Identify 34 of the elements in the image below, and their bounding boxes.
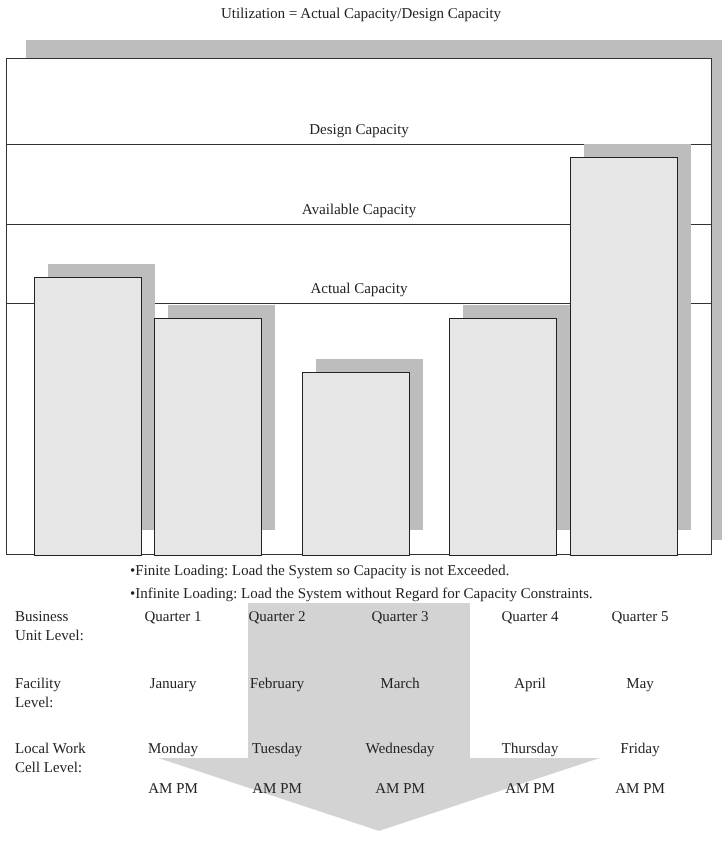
shift-label: AM PM (374, 780, 426, 799)
capacity-bar (449, 318, 557, 556)
period-label: Wednesday (364, 740, 436, 759)
period-label: May (625, 675, 655, 694)
period-label: April (513, 675, 547, 694)
shift-label: AM PM (147, 780, 199, 799)
period-label: Quarter 2 (247, 608, 307, 627)
chart-title: Utilization = Actual Capacity/Design Capacity (220, 6, 502, 23)
period-label: Tuesday (250, 740, 304, 759)
capacity-bar (570, 157, 678, 556)
shift-label: AM PM (251, 780, 303, 799)
row-label: Business Unit Level: (15, 608, 85, 646)
period-label: Thursday (500, 740, 560, 759)
period-label: January (148, 675, 198, 694)
capacity-bar (154, 318, 262, 556)
level-label: Available Capacity (300, 202, 418, 219)
period-label: Quarter 5 (610, 608, 670, 627)
period-label: Quarter 1 (143, 608, 203, 627)
bullet-note: •Infinite Loading: Load the System without Regard for Capacity Constraints. (130, 586, 593, 603)
level-label: Design Capacity (308, 122, 410, 139)
period-label: February (248, 675, 306, 694)
level-label: Actual Capacity (309, 281, 409, 298)
shift-label: AM PM (614, 780, 666, 799)
row-label: Local Work Cell Level: (15, 740, 87, 778)
period-label: Quarter 3 (370, 608, 430, 627)
period-label: Quarter 4 (500, 608, 560, 627)
period-label: Friday (619, 740, 661, 759)
period-label: March (379, 675, 421, 694)
bullet-note: •Finite Loading: Load the System so Capacity is not Exceeded. (130, 563, 510, 580)
shift-label: AM PM (504, 780, 556, 799)
capacity-bar (34, 277, 142, 556)
period-label: Monday (147, 740, 199, 759)
capacity-bar (302, 372, 410, 556)
row-label: Facility Level: (15, 675, 62, 713)
